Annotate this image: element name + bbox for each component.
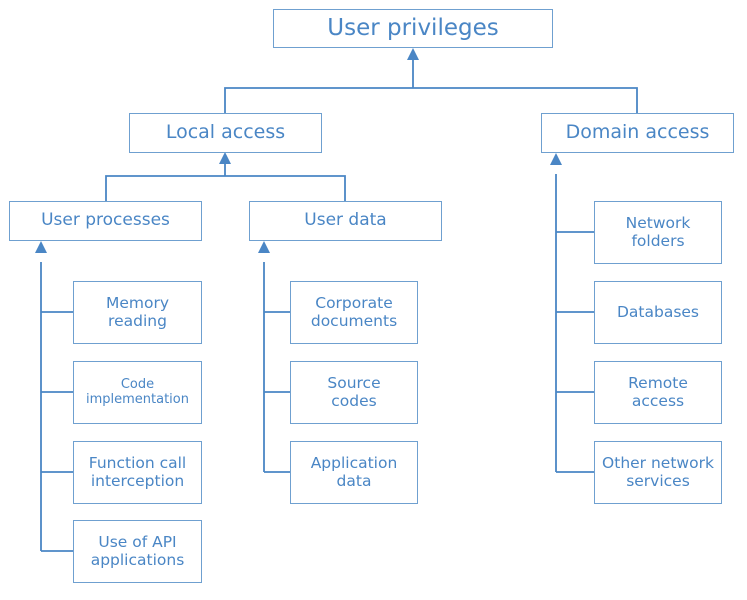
node-function-call-interception: Function call interception (73, 441, 202, 504)
node-source-codes: Source codes (290, 361, 418, 424)
arrowhead-user-data (258, 241, 270, 253)
node-corporate-documents: Corporate documents (290, 281, 418, 344)
arrowhead-domain (550, 153, 562, 165)
node-memory-reading-label: Memory reading (105, 293, 170, 330)
node-use-of-api-applications: Use of API applications (73, 520, 202, 583)
node-user-privileges: User privileges (273, 9, 553, 48)
connector-local-to-root (224, 87, 413, 113)
node-user-data-label: User data (304, 210, 387, 231)
node-domain-access: Domain access (541, 113, 734, 153)
node-other-network-services-label: Other network services (602, 453, 714, 490)
node-code-implementation: Code implementation (73, 361, 202, 424)
node-local-access: Local access (129, 113, 322, 153)
node-function-call-interception-label: Function call interception (88, 453, 187, 490)
connector-user-data-to-local (225, 175, 346, 201)
node-application-data-label: Application data (310, 453, 398, 490)
node-databases-label: Databases (616, 302, 700, 321)
node-user-processes-label: User processes (41, 210, 170, 231)
node-code-implementation-label: Code implementation (85, 376, 189, 407)
node-user-processes: User processes (9, 201, 202, 241)
node-network-folders-label: Network folders (625, 213, 691, 250)
connector-domain-to-root (413, 87, 638, 113)
node-local-access-label: Local access (165, 121, 286, 144)
node-remote-access: Remote access (594, 361, 722, 424)
node-use-of-api-applications-label: Use of API applications (90, 532, 185, 569)
node-source-codes-label: Source codes (327, 373, 381, 410)
node-application-data: Application data (290, 441, 418, 504)
node-network-folders: Network folders (594, 201, 722, 264)
node-domain-access-label: Domain access (565, 121, 710, 144)
node-user-data: User data (249, 201, 442, 241)
arrowhead-root (407, 48, 419, 60)
node-remote-access-label: Remote access (628, 373, 688, 410)
node-other-network-services: Other network services (594, 441, 722, 504)
node-databases: Databases (594, 281, 722, 344)
connector-user-processes-to-local (105, 175, 225, 201)
node-user-privileges-label: User privileges (327, 15, 499, 42)
arrowhead-user-processes (35, 241, 47, 253)
node-memory-reading: Memory reading (73, 281, 202, 344)
node-corporate-documents-label: Corporate documents (310, 293, 398, 330)
arrowhead-local (219, 152, 231, 164)
